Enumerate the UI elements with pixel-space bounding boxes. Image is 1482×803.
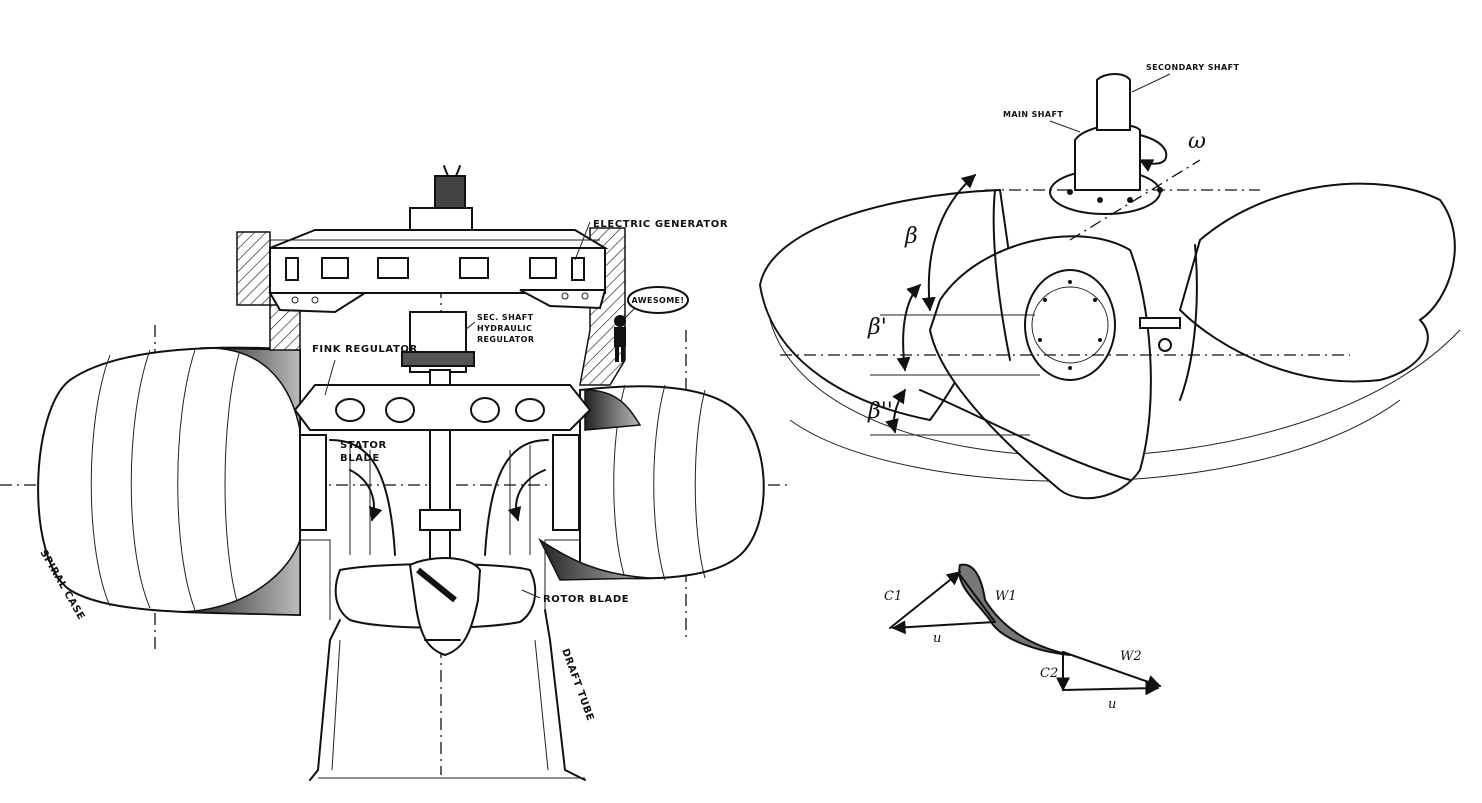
rotor-runner: [334, 557, 537, 657]
rotor-blade-label: ROTOR BLADE: [543, 594, 629, 605]
w2-label: W2: [1120, 649, 1142, 664]
hydraulic-label: HYDRAULIC: [477, 324, 532, 333]
c1-label: C1: [884, 589, 902, 604]
beta-prime-label: β': [867, 315, 887, 340]
regulator-label: REGULATOR: [477, 335, 534, 344]
u2-label: u: [1108, 697, 1116, 712]
sec-shaft-label: SEC. SHAFT: [477, 313, 534, 322]
u1-label: u: [933, 631, 941, 646]
fink-regulator-label: FINK REGULATOR: [312, 344, 418, 355]
spiral-case-left: [37, 346, 301, 617]
spiral-case-right: [538, 384, 765, 581]
omega-label: ω: [1188, 129, 1206, 154]
electric-generator: [236, 165, 626, 386]
stator-label: STATOR: [340, 440, 387, 451]
draft-tube-label: DRAFT TUBE: [559, 647, 595, 722]
w1-label: W1: [995, 589, 1017, 604]
blade-label: BLADE: [340, 453, 380, 464]
awesome-speech-label: AWESOME!: [632, 296, 685, 305]
beta-double-prime-label: β'': [867, 399, 893, 424]
turbine-cross-section: AWESOME! ELECTRIC GENERATOR SEC. SHAFT H…: [0, 165, 790, 781]
electric-generator-label: ELECTRIC GENERATOR: [593, 219, 728, 230]
velocity-triangles: C1 W1 u C2 W2 u: [884, 563, 1162, 712]
beta-label: β: [904, 224, 918, 249]
main-shaft-label: MAIN SHAFT: [1003, 110, 1063, 119]
shaft-assembly: [293, 311, 592, 561]
runner-blade-right: [1178, 182, 1456, 383]
c2-label: C2: [1040, 666, 1058, 681]
kaplan-runner-view: SECONDARY SHAFT MAIN SHAFT ω β β' β'': [758, 63, 1461, 500]
secondary-shaft-label: SECONDARY SHAFT: [1146, 63, 1239, 72]
blade-profile: [958, 563, 1071, 656]
hub-bolts: [1038, 280, 1102, 370]
draft-tube: [300, 539, 586, 781]
human-figure: AWESOME!: [614, 286, 689, 362]
